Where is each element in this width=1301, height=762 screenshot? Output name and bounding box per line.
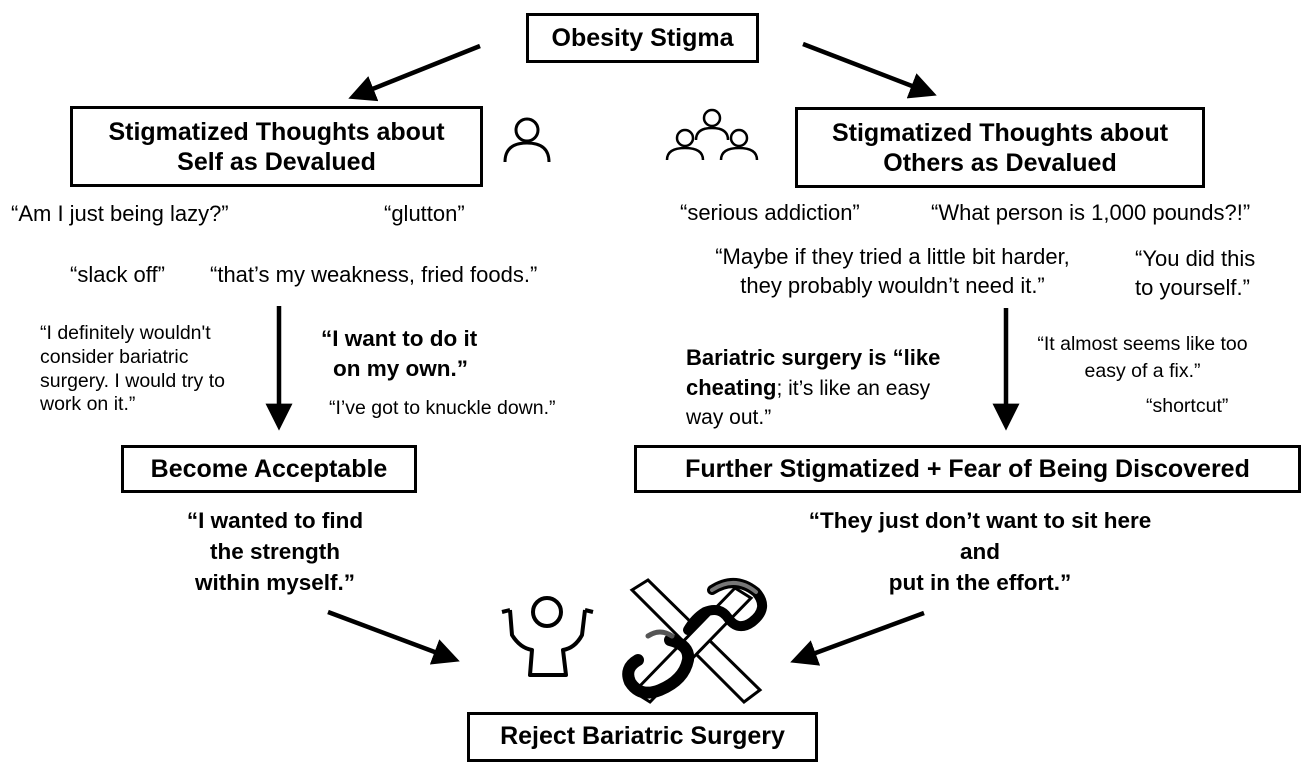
quote-yourself-line2: to yourself.” — [1135, 275, 1250, 301]
quote-cheating-line1: Bariatric surgery is “like — [686, 345, 941, 370]
quote-too-easy: “It almost seems like too easy of a fix.… — [1020, 331, 1265, 386]
quote-did-this-yourself: “You did this to yourself.” — [1135, 244, 1255, 303]
arrow-to-others — [802, 41, 937, 99]
quote-effort-line3: put in the effort.” — [888, 570, 1072, 596]
quote-tried-harder: “Maybe if they tried a little bit harder… — [680, 242, 1105, 301]
quote-cheating-line2: cheating; it’s like an easy — [686, 373, 940, 404]
quote-effort-line2: and — [959, 539, 1000, 565]
quote-slack-off: “slack off” — [70, 262, 165, 287]
quote-put-in-effort: “They just don’t want to sit here and pu… — [760, 505, 1200, 598]
quote-too-easy-line2: easy of a fix.” — [1084, 360, 1201, 383]
quote-weakness: “that’s my weakness, fried foods.” — [210, 262, 538, 287]
arrow-left-to-reject — [327, 609, 460, 665]
quote-harder-line2: they probably wouldn’t need it.” — [740, 273, 1045, 299]
others-devalued-line2: Others as Devalued — [883, 148, 1117, 177]
quote-wouldnt-line1: “I definitely wouldn't — [40, 322, 211, 344]
obesity-stigma-label: Obesity Stigma — [551, 24, 734, 52]
others-devalued-box: Stigmatized Thoughts about Others as Dev… — [795, 107, 1205, 188]
self-devalued-line1: Stigmatized Thoughts about — [108, 117, 445, 146]
quote-on-my-own: “I want to do it on my own.” — [321, 324, 477, 385]
reject-bariatric-box: Reject Bariatric Surgery — [467, 712, 818, 762]
quote-shortcut: “shortcut” — [1146, 395, 1229, 417]
arrow-right-to-reject — [790, 610, 925, 666]
quote-like-cheating: Bariatric surgery is “like cheating; it’… — [686, 343, 940, 433]
quote-harder-line1: “Maybe if they tried a little bit harder… — [715, 244, 1070, 269]
further-stigmatized-box: Further Stigmatized + Fear of Being Disc… — [634, 445, 1301, 493]
quote-wouldnt-line4: work on it.” — [40, 393, 136, 416]
quote-wouldnt-line3: surgery. I would try to — [40, 369, 225, 392]
quote-lazy: “Am I just being lazy?” — [11, 201, 229, 226]
quote-strength-line2: the strength — [209, 539, 340, 565]
quote-strength-line1: “I wanted to find — [186, 508, 364, 533]
quote-strength-line3: within myself.” — [194, 570, 356, 596]
quote-wouldnt-line2: consider bariatric — [40, 345, 189, 368]
quote-cheating-bold-word: cheating — [686, 375, 777, 401]
crossed-out-stomach-icon — [622, 578, 767, 704]
quote-find-strength: “I wanted to find the strength within my… — [140, 505, 410, 598]
group-of-people-icon — [665, 108, 759, 161]
self-devalued-line2: Self as Devalued — [177, 147, 376, 176]
obesity-stigma-box: Obesity Stigma — [526, 13, 759, 63]
single-person-icon — [503, 117, 551, 163]
quote-wouldnt-consider: “I definitely wouldn't consider bariatri… — [40, 322, 225, 417]
quote-cheating-line3: way out.” — [686, 406, 772, 430]
quote-own-line1: “I want to do it — [321, 326, 478, 351]
self-devalued-box: Stigmatized Thoughts about Self as Deval… — [70, 106, 483, 187]
quote-too-easy-line1: “It almost seems like too — [1037, 333, 1248, 355]
arrow-to-self — [348, 43, 481, 102]
quote-own-line2: on my own.” — [333, 356, 468, 382]
quote-serious-addiction: “serious addiction” — [680, 200, 860, 225]
others-devalued-line1: Stigmatized Thoughts about — [831, 118, 1169, 147]
quote-glutton: “glutton” — [384, 201, 465, 226]
quote-effort-line1: “They just don’t want to sit here — [808, 508, 1152, 533]
quote-1000-pounds: “What person is 1,000 pounds?!” — [931, 200, 1251, 225]
reject-bariatric-label: Reject Bariatric Surgery — [500, 722, 785, 750]
quote-yourself-line1: “You did this — [1135, 246, 1256, 271]
become-acceptable-label: Become Acceptable — [150, 455, 388, 483]
strong-person-icon — [501, 596, 594, 677]
further-stigmatized-label: Further Stigmatized + Fear of Being Disc… — [685, 455, 1250, 483]
quote-cheating-rest: ; it’s like an easy — [776, 377, 931, 401]
quote-knuckle-down: “I’ve got to knuckle down.” — [329, 397, 556, 419]
become-acceptable-box: Become Acceptable — [121, 445, 417, 493]
